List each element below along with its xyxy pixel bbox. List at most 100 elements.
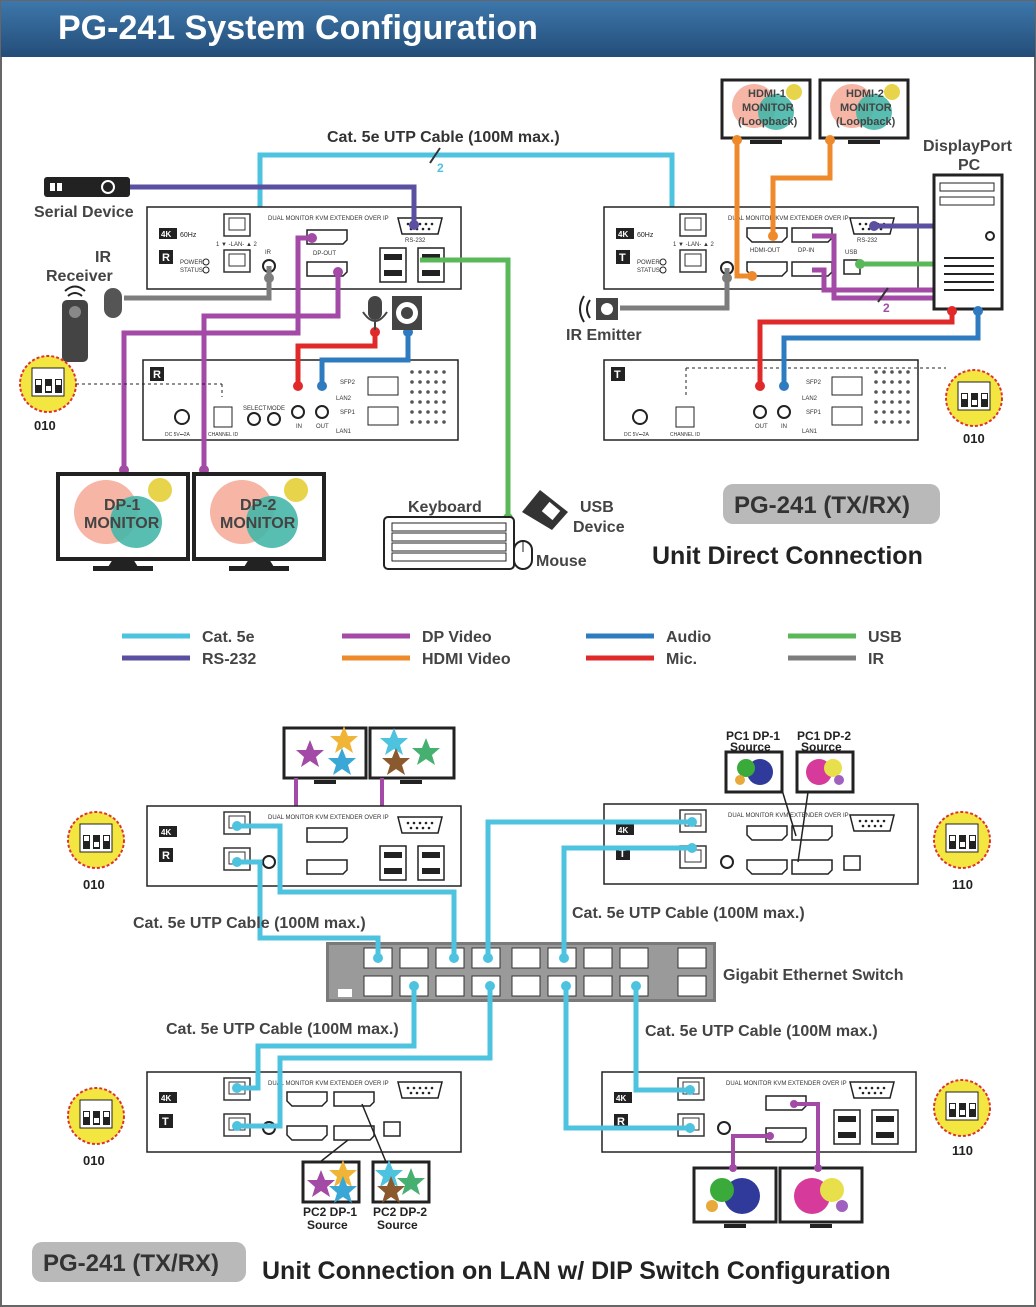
hdmi2-monitor: HDMI-2 MONITOR (Loopback): [818, 78, 910, 144]
svg-text:R: R: [153, 369, 161, 381]
dp-cable-tx: [812, 233, 940, 301]
hdmi1-monitor: HDMI-1 MONITOR (Loopback): [720, 78, 812, 144]
pc1-dp2-source: PC1 DP-2 Source: [795, 729, 855, 794]
mouse-icon: Mouse: [513, 540, 587, 570]
svg-text:SFP1: SFP1: [340, 410, 356, 416]
svg-text:LAN2: LAN2: [802, 396, 818, 402]
ir-receiver-label-2: Receiver: [46, 268, 113, 285]
serial-device-label: Serial Device: [34, 204, 134, 221]
svg-text:SFP2: SFP2: [340, 380, 356, 386]
svg-text:HDMI-OUT: HDMI-OUT: [750, 248, 780, 254]
tx-unit-lan-2: DUAL MONITOR KVM EXTENDER OVER IP 4K T: [146, 1071, 462, 1153]
rx-unit-lan-1: DUAL MONITOR KVM EXTENDER OVER IP 4K R: [146, 805, 462, 887]
dip-switch-icon-b1: [67, 811, 125, 869]
svg-text:(Loopback): (Loopback): [836, 116, 896, 128]
svg-text:DUAL MONITOR KVM EXTENDER OVER: DUAL MONITOR KVM EXTENDER OVER IP: [268, 815, 389, 821]
svg-text:OUT: OUT: [755, 424, 768, 430]
svg-text:CHANNEL ID: CHANNEL ID: [208, 432, 238, 438]
svg-text:STATUS: STATUS: [180, 268, 203, 274]
svg-text:LAN2: LAN2: [336, 396, 352, 402]
unit-model: DUAL MONITOR KVM EXTENDER OVER IP: [268, 216, 389, 222]
svg-text:Source: Source: [730, 740, 771, 754]
dip-switch-icon-rx: [19, 355, 77, 413]
dp1-monitor-label-2: MONITOR: [84, 515, 160, 532]
bottom-subtitle: Unit Connection on LAN w/ DIP Switch Con…: [262, 1257, 891, 1285]
tx-unit-lan-1: DUAL MONITOR KVM EXTENDER OVER IP 4K T: [603, 803, 919, 885]
dp2-monitor: DP-2 MONITOR: [192, 472, 326, 573]
cable-label-bottom-1: Cat. 5e UTP Cable (100M max.): [133, 915, 366, 932]
rx-unit-front: DUAL MONITOR KVM EXTENDER OVER IP 4K 60H…: [146, 206, 462, 290]
svg-text:4K: 4K: [161, 1094, 171, 1103]
svg-text:CHANNEL ID: CHANNEL ID: [670, 432, 700, 438]
mic-cable-rx: [295, 332, 378, 386]
dip-switch-icon-b4: [933, 1079, 991, 1137]
hdmi2-cable: [770, 140, 833, 236]
output-monitor-1: [692, 1166, 778, 1228]
rs232-cable: [130, 184, 417, 225]
svg-text:DUAL MONITOR KVM EXTENDER OVER: DUAL MONITOR KVM EXTENDER OVER IP: [728, 216, 849, 222]
serial-device: Serial Device: [34, 177, 134, 221]
star-monitor-1: [282, 726, 368, 784]
dp2-cable: [201, 272, 341, 470]
svg-text:DUAL MONITOR KVM EXTENDER OVER: DUAL MONITOR KVM EXTENDER OVER IP: [728, 813, 849, 819]
svg-text:4K: 4K: [618, 230, 628, 239]
svg-text:DUAL MONITOR KVM EXTENDER OVER: DUAL MONITOR KVM EXTENDER OVER IP: [726, 1081, 847, 1087]
cable-label-bottom-2: Cat. 5e UTP Cable (100M max.): [572, 905, 805, 922]
dp2-monitor-label-2: MONITOR: [220, 515, 296, 532]
usb-device-label-2: Device: [573, 519, 625, 536]
svg-text:PC1 DP-2: PC1 DP-2: [797, 729, 851, 743]
tx-unit-back: T DC 5V⎓2A CHANNEL ID OUT IN SFP2 LAN2 S…: [603, 359, 919, 441]
keyboard-icon: Keyboard: [383, 499, 515, 570]
svg-text:PC2 DP-2: PC2 DP-2: [373, 1205, 427, 1219]
speaker-icon: [392, 296, 422, 330]
pc2-dp2-source: PC2 DP-2 Source: [371, 1160, 431, 1232]
svg-text:DP-OUT: DP-OUT: [313, 251, 336, 257]
pc-label-2: PC: [958, 157, 981, 174]
svg-text:Source: Source: [307, 1218, 348, 1232]
pair-mark: 2: [437, 161, 444, 175]
svg-text:POWER: POWER: [180, 260, 203, 266]
dip-code-b3: 010: [83, 1153, 105, 1168]
svg-text:Source: Source: [801, 740, 842, 754]
svg-text:SFP1: SFP1: [806, 410, 822, 416]
star-monitor-2: [368, 726, 456, 784]
top-section: 2 Cat. 5e UTP Cable (100M max.) DUAL MON…: [19, 78, 1013, 573]
ir-emitter-icon: IR Emitter: [566, 295, 642, 344]
legend-label-usb: USB: [868, 629, 902, 646]
bottom-section: DUAL MONITOR KVM EXTENDER OVER IP 4K R D…: [32, 726, 991, 1285]
header-bar: [1, 1, 1035, 57]
cable-label-bottom-4: Cat. 5e UTP Cable (100M max.): [645, 1023, 878, 1040]
svg-text:DC 5V⎓2A: DC 5V⎓2A: [624, 432, 649, 438]
keyboard-label: Keyboard: [408, 499, 482, 516]
switch-label: Gigabit Ethernet Switch: [723, 967, 903, 984]
legend-label-dp_video: DP Video: [422, 629, 492, 646]
svg-text:IR: IR: [265, 250, 272, 256]
page-title: PG-241 System Configuration: [58, 9, 538, 47]
svg-text:STATUS: STATUS: [637, 268, 660, 274]
mic-cable-tx: [757, 311, 955, 386]
top-cable-label: Cat. 5e UTP Cable (100M max.): [327, 129, 560, 146]
ir-emitter-label: IR Emitter: [566, 327, 642, 344]
pc1-dp1-source: PC1 DP-1 Source: [724, 729, 784, 794]
svg-text:T: T: [162, 1116, 169, 1128]
dip-switch-icon-tx: [945, 369, 1003, 427]
svg-text:RS-232: RS-232: [405, 238, 426, 244]
audio-cable-rx: [319, 332, 411, 386]
svg-text:MONITOR: MONITOR: [840, 102, 892, 114]
usb-device-icon: USB Device: [522, 490, 625, 536]
svg-text:R: R: [617, 1116, 625, 1128]
cable-label-bottom-3: Cat. 5e UTP Cable (100M max.): [166, 1021, 399, 1038]
model-badge-bottom: [32, 1242, 246, 1282]
pc2-dp1-source: PC2 DP-1 Source: [301, 1160, 361, 1232]
svg-text:PC1 DP-1: PC1 DP-1: [726, 729, 780, 743]
dip-code-b1: 010: [83, 877, 105, 892]
legend-label-rs232: RS-232: [202, 651, 256, 668]
tx-unit-front: DUAL MONITOR KVM EXTENDER OVER IP 4K 60H…: [603, 206, 919, 290]
dp-cable-bottom-3: [731, 1134, 770, 1168]
dip-switch-icon-b3: [67, 1087, 125, 1145]
svg-text:(Loopback): (Loopback): [738, 116, 798, 128]
svg-text:MONITOR: MONITOR: [742, 102, 794, 114]
svg-text:4K: 4K: [616, 1094, 626, 1103]
audio-cable-tx: [781, 311, 981, 386]
